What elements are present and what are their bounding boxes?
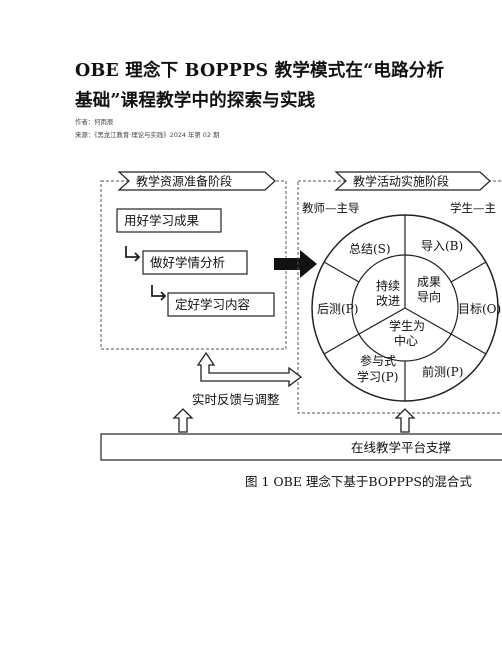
wheel-segment-objective: 目标(O) — [458, 302, 501, 316]
wheel-segment-intro: 导入(B) — [421, 239, 463, 253]
wheel-segment-participatory-1: 参与式 — [360, 353, 396, 368]
prep-stage-header — [117, 171, 276, 191]
wheel-segment-posttest: 后测(P) — [317, 302, 358, 316]
figure-diagram: 教学资源准备阶段 用好学习成果 做好学情分析 定好学习内容 教学活动实施阶段 教… — [95, 168, 502, 498]
wheel-segment-pretest: 前测(P) — [422, 364, 463, 379]
step-arrow-1 — [125, 246, 141, 262]
inner-student-2: 中心 — [394, 333, 418, 348]
article-title: OBE 理念下 BOPPPS 教学模式在“电路分析 基础”课程教学中的探索与实践 — [75, 56, 495, 116]
step-label-2: 做好学情分析 — [150, 255, 225, 270]
wheel-segment-summary: 总结(S) — [349, 242, 391, 256]
step-box-2 — [142, 250, 248, 275]
inner-student-1: 学生为 — [389, 318, 425, 333]
prep-stage-header-text: 教学资源准备阶段 — [136, 174, 232, 189]
platform-label: 在线教学平台支撑 — [351, 440, 452, 455]
feedback-label: 实时反馈与调整 — [192, 392, 280, 407]
title-line-2: 基础”课程教学中的探索与实践 — [75, 91, 316, 111]
platform-bar — [100, 433, 502, 461]
figure-caption: 图 1 OBE 理念下基于BOPPPS的混合式 — [245, 474, 472, 489]
step-arrow-2 — [151, 285, 167, 301]
student-role-label: 学生—主 — [450, 201, 496, 215]
platform-arrow-left — [172, 408, 194, 433]
stage-transition-arrow — [274, 250, 317, 278]
bopps-wheel — [311, 214, 499, 402]
source-line: 来源：《黑龙江教育·理论与实践》2024 年第 02 期 — [75, 131, 220, 139]
teacher-role-label: 教师—主导 — [302, 201, 360, 215]
step-box-1 — [116, 208, 222, 233]
author-line: 作者：何雨辰 — [75, 118, 114, 126]
feedback-arrow — [196, 351, 303, 388]
step-label-3: 定好学习内容 — [175, 297, 250, 312]
platform-arrow-right — [394, 408, 416, 433]
title-line-1: OBE 理念下 BOPPPS 教学模式在“电路分析 — [75, 61, 445, 81]
inner-sustain-2: 改进 — [376, 294, 400, 308]
inner-outcome-2: 导向 — [417, 289, 441, 304]
step-label-1: 用好学习成果 — [124, 213, 200, 228]
inner-outcome-1: 成果 — [417, 275, 441, 289]
inner-sustain-1: 持续 — [376, 278, 400, 293]
step-box-3 — [167, 292, 275, 317]
wheel-segment-participatory-2: 学习(P) — [357, 369, 398, 384]
implement-stage-header — [334, 171, 491, 191]
implement-stage-header-text: 教学活动实施阶段 — [353, 174, 449, 189]
